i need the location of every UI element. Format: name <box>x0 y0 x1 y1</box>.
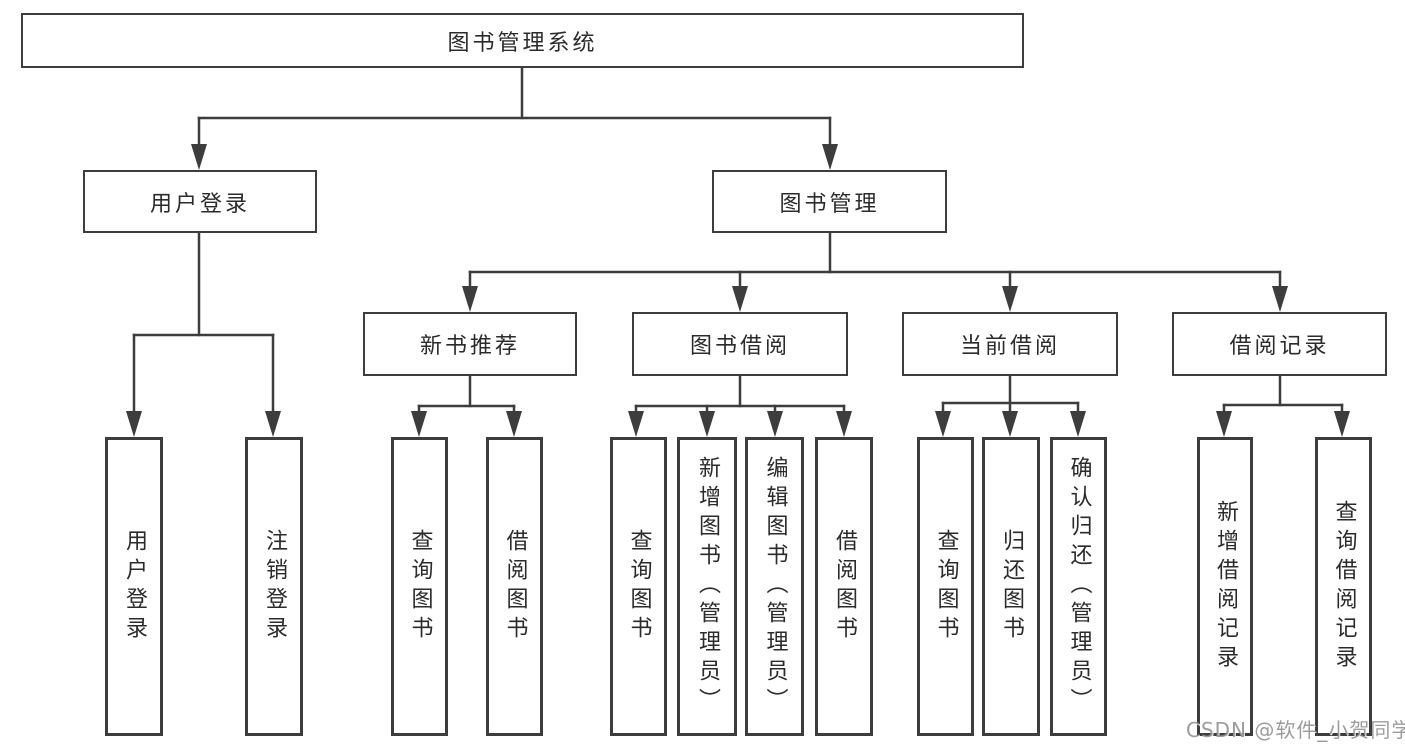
node-book-borrowing: 图书借阅 <box>632 312 848 376</box>
node-current-borrowing: 当前借阅 <box>902 312 1118 376</box>
node-new-book-recommendation: 新书推荐 <box>363 312 577 376</box>
watermark: CSDN @软件_小贺同学 <box>1186 718 1405 742</box>
node-library-system: 图书管理系统 <box>21 13 1024 68</box>
leaf-confirm-return-admin: 确认归还（管理员） <box>1050 437 1107 736</box>
node-borrowing-records: 借阅记录 <box>1172 312 1387 376</box>
leaf-logout-login: 注销登录 <box>245 437 303 736</box>
leaf-query-books-current: 查询图书 <box>917 437 974 736</box>
node-user-login: 用户登录 <box>83 170 317 233</box>
leaf-query-borrow-record: 查询借阅记录 <box>1315 437 1372 736</box>
leaf-add-books-admin: 新增图书（管理员） <box>677 437 737 736</box>
leaf-edit-books-admin: 编辑图书（管理员） <box>745 437 804 736</box>
leaf-user-login: 用户登录 <box>105 437 163 736</box>
leaf-query-books-borrowing: 查询图书 <box>610 437 667 736</box>
leaf-query-books-recommend: 查询图书 <box>391 437 448 736</box>
leaf-borrow-books-borrowing: 借阅图书 <box>815 437 873 736</box>
leaf-return-books: 归还图书 <box>982 437 1040 736</box>
leaf-borrow-books-recommend: 借阅图书 <box>486 437 543 736</box>
node-book-management: 图书管理 <box>712 170 947 233</box>
leaf-add-borrow-record: 新增借阅记录 <box>1197 437 1253 736</box>
